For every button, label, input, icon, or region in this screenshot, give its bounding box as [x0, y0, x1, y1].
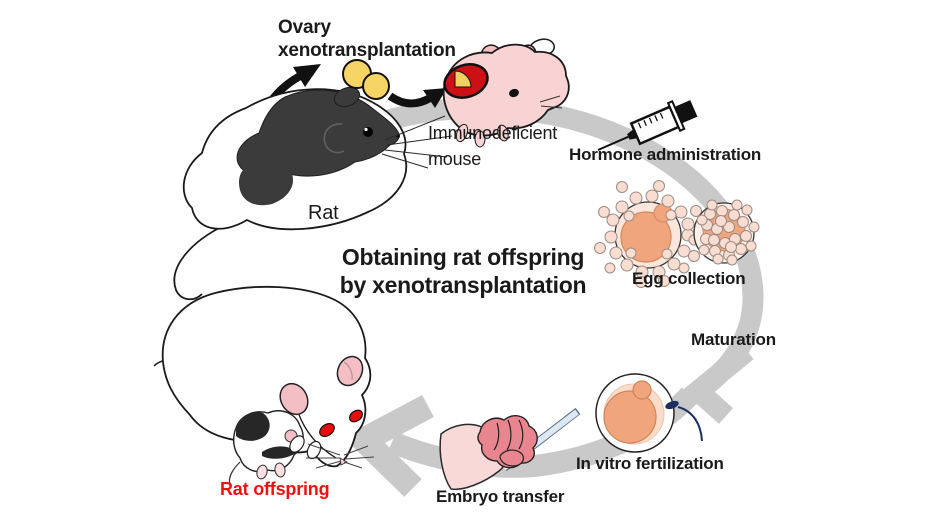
- diagram-title: Obtaining rat offspring by xenotransplan…: [318, 243, 608, 299]
- label-hormone-administration: Hormone administration: [569, 145, 762, 164]
- label-maturation: Maturation: [691, 330, 776, 349]
- mouse-whiskers: [539, 95, 563, 109]
- mouse-leg: [455, 123, 469, 143]
- donor-rat-illustration: [173, 86, 453, 301]
- mother-ear-left: [279, 382, 309, 416]
- title-line1: Obtaining rat offspring: [341, 244, 585, 270]
- thumb: [499, 449, 524, 467]
- cumulus-cells: [594, 180, 702, 288]
- ovary-implant-arrow: [387, 88, 447, 108]
- mouse-eye: [509, 88, 519, 98]
- egg-cluster-left: [594, 180, 702, 288]
- rat-tail: [173, 224, 226, 301]
- pup-foot: [274, 462, 286, 478]
- ivf-egg-illustration: [595, 373, 703, 453]
- mother-cheek-line: [297, 411, 337, 459]
- immuno-label-line1: Immunodeficient: [428, 123, 558, 143]
- mother-eye-right: [348, 409, 364, 423]
- polar-body: [632, 380, 652, 400]
- mouse-tail: [527, 38, 555, 55]
- rat-eye: [363, 127, 373, 137]
- finger-lines: [493, 419, 524, 451]
- egg-cluster-right: [693, 199, 760, 266]
- ovary-label-line2: xenotransplantation: [278, 40, 456, 61]
- offspring-rats-illustration: [153, 285, 375, 485]
- mouse-leg: [497, 124, 509, 142]
- ovaries-illustration: [342, 59, 390, 100]
- maturation-arrowhead: [681, 342, 754, 424]
- rat-shoulder-patch: [239, 163, 294, 206]
- sperm-icon: [665, 400, 703, 442]
- graft-wedge: [454, 70, 472, 88]
- pup-saddle-patch: [262, 446, 297, 459]
- embryo-transfer-hand: [439, 407, 581, 491]
- label-rat: Rat: [308, 202, 339, 224]
- pup-foot: [256, 464, 268, 480]
- label-embryo-transfer: Embryo transfer: [436, 487, 565, 506]
- rat-whiskers: [381, 115, 453, 169]
- rat-ear: [333, 86, 361, 108]
- mouse-leg: [474, 130, 486, 148]
- mother-ear-right: [336, 355, 364, 387]
- syringe-icon: [597, 100, 698, 151]
- rat-pup-illustration: [228, 410, 304, 485]
- label-egg-collection: Egg collection: [632, 269, 746, 288]
- ovary-label-line1: Ovary: [278, 17, 331, 38]
- title-line2: by xenotransplantation: [339, 272, 587, 298]
- pup-tail: [228, 461, 241, 485]
- immuno-label-line2: mouse: [428, 149, 482, 169]
- mother-whiskers: [306, 443, 375, 469]
- rat-hood: [236, 89, 400, 177]
- rat-cheek-mark: [323, 123, 345, 154]
- offspring-arrowhead: [343, 394, 434, 497]
- cumulus-cells-dense: [696, 199, 760, 266]
- mother-eye-left: [319, 422, 335, 438]
- label-rat-offspring: Rat offspring: [220, 479, 330, 499]
- pup-head-patch: [236, 412, 270, 441]
- label-immunodeficient-mouse: Immunodeficient mouse: [428, 120, 557, 172]
- immunodeficient-mouse-illustration: [442, 38, 570, 148]
- label-in-vitro-fertilization: In vitro fertilization: [576, 454, 724, 473]
- label-ovary-xenotransplantation: Ovary xenotransplantation: [278, 16, 456, 62]
- mother-paw: [289, 435, 305, 453]
